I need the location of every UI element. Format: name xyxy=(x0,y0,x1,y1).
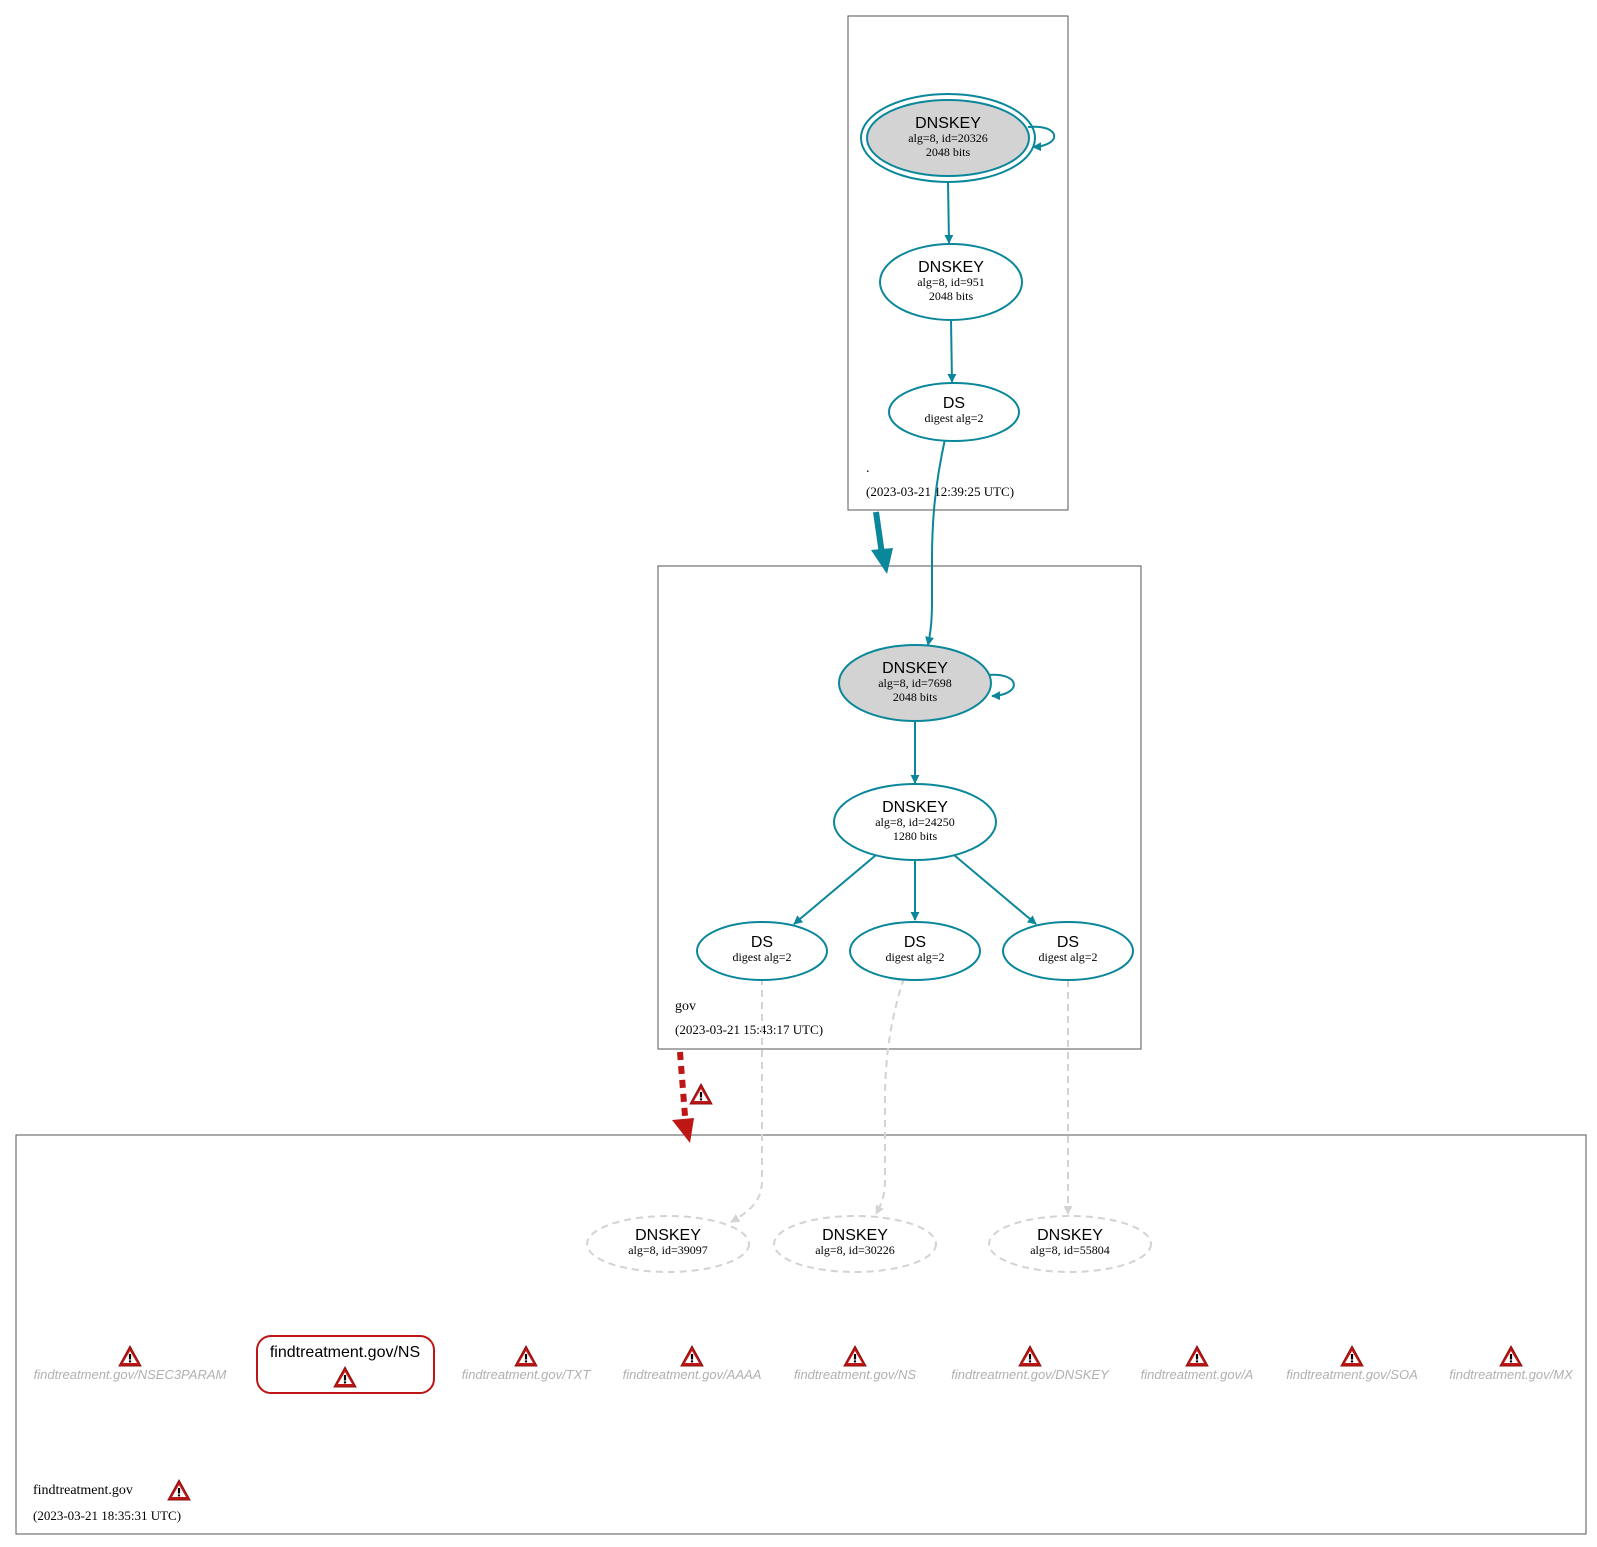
gov-ds1-title: DS xyxy=(751,934,773,951)
root-zsk-title: DNSKEY xyxy=(918,259,984,276)
ns-box-node[interactable]: findtreatment.gov/NS xyxy=(256,1335,435,1394)
gov-ksk-line1: alg=8, id=7698 xyxy=(878,676,952,690)
gov-ds2-node[interactable]: DS digest alg=2 xyxy=(849,921,981,981)
zone-gov-timestamp: (2023-03-21 15:43:17 UTC) xyxy=(675,1022,823,1037)
edge-delegation-gov-findtreatment xyxy=(677,1051,688,1117)
ns-box-label: findtreatment.gov/NS xyxy=(270,1344,420,1361)
edge-delegation-root-gov xyxy=(873,511,885,555)
gov-ds3-line1: digest alg=2 xyxy=(1038,950,1097,964)
gov-ds3-title: DS xyxy=(1057,934,1079,951)
rrset-soa[interactable]: findtreatment.gov/SOA xyxy=(1286,1345,1418,1382)
rrset-nsec3param[interactable]: findtreatment.gov/NSEC3PARAM xyxy=(34,1345,227,1382)
rrset-label: findtreatment.gov/DNSKEY xyxy=(951,1367,1110,1382)
gov-ds1-line1: digest alg=2 xyxy=(732,950,791,964)
gov-zsk-title: DNSKEY xyxy=(882,799,948,816)
zone-root-timestamp: (2023-03-21 12:39:25 UTC) xyxy=(866,484,1014,499)
edge-root-ksk-self xyxy=(1027,125,1056,152)
edge-gov-ds2-ft-key2 xyxy=(875,977,905,1215)
rrset-a[interactable]: findtreatment.gov/A xyxy=(1141,1345,1254,1382)
ft-key2-title: DNSKEY xyxy=(822,1227,888,1244)
rrset-mx[interactable]: findtreatment.gov/MX xyxy=(1449,1345,1574,1382)
gov-ds2-title: DS xyxy=(904,934,926,951)
root-zsk-line2: 2048 bits xyxy=(929,289,974,303)
warning-icon xyxy=(1018,1345,1042,1367)
root-zsk-line1: alg=8, id=951 xyxy=(917,275,985,289)
rrset-dnskey[interactable]: findtreatment.gov/DNSKEY xyxy=(951,1345,1110,1382)
rrset-row: findtreatment.gov/NSEC3PARAM findtreatme… xyxy=(34,1345,1574,1382)
edge-gov-zsk-ds3 xyxy=(953,854,1037,925)
rrset-label: findtreatment.gov/SOA xyxy=(1286,1367,1418,1382)
gov-ds2-line1: digest alg=2 xyxy=(885,950,944,964)
warning-icon xyxy=(118,1345,142,1367)
gov-ds1-node[interactable]: DS digest alg=2 xyxy=(696,921,828,981)
root-ksk-line1: alg=8, id=20326 xyxy=(908,131,988,145)
ft-key3-node[interactable]: DNSKEY alg=8, id=55804 xyxy=(988,1215,1152,1273)
rrset-label: findtreatment.gov/A xyxy=(1141,1367,1254,1382)
root-ds-title: DS xyxy=(943,395,965,412)
rrset-label: findtreatment.gov/TXT xyxy=(462,1367,592,1382)
edges xyxy=(672,125,1073,1223)
edge-root-ds-gov-ksk xyxy=(925,438,946,646)
root-ksk-title: DNSKEY xyxy=(915,115,981,132)
gov-ds3-node[interactable]: DS digest alg=2 xyxy=(1002,921,1134,981)
edge-gov-ds1-ft-key1 xyxy=(730,978,763,1223)
warning-icon xyxy=(1340,1345,1364,1367)
edge-delegation-root-gov-head xyxy=(871,548,893,574)
gov-ksk-title: DNSKEY xyxy=(882,660,948,677)
ft-key1-title: DNSKEY xyxy=(635,1227,701,1244)
edge-delegation-gov-findtreatment-head xyxy=(672,1118,694,1143)
warning-icon xyxy=(680,1345,704,1367)
zone-findtreatment-name: findtreatment.gov xyxy=(33,1483,133,1498)
ft-key1-node[interactable]: DNSKEY alg=8, id=39097 xyxy=(586,1215,750,1273)
ft-key2-node[interactable]: DNSKEY alg=8, id=30226 xyxy=(773,1215,937,1273)
edge-root-ksk-zsk xyxy=(944,180,954,244)
gov-ksk-node[interactable]: DNSKEY alg=8, id=7698 2048 bits xyxy=(838,644,992,722)
zone-findtreatment: findtreatment.gov (2023-03-21 18:35:31 U… xyxy=(15,1134,1587,1535)
edge-gov-ksk-self xyxy=(986,673,1015,701)
warning-icon xyxy=(1499,1345,1523,1367)
warning-icon xyxy=(689,1083,713,1105)
rrset-label: findtreatment.gov/AAAA xyxy=(623,1367,762,1382)
gov-zsk-node[interactable]: DNSKEY alg=8, id=24250 1280 bits xyxy=(833,783,997,861)
rrset-aaaa[interactable]: findtreatment.gov/AAAA xyxy=(623,1345,762,1382)
ft-key3-line1: alg=8, id=55804 xyxy=(1030,1243,1110,1257)
rrset-ns[interactable]: findtreatment.gov/NS xyxy=(794,1345,916,1382)
gov-zsk-line1: alg=8, id=24250 xyxy=(875,815,955,829)
warning-icon xyxy=(167,1479,191,1501)
ft-key3-title: DNSKEY xyxy=(1037,1227,1103,1244)
rrset-label: findtreatment.gov/NSEC3PARAM xyxy=(34,1367,227,1382)
zone-gov-name: gov xyxy=(675,999,696,1014)
gov-zsk-line2: 1280 bits xyxy=(893,829,938,843)
root-ksk-node[interactable]: DNSKEY alg=8, id=20326 2048 bits xyxy=(860,93,1036,183)
rrset-txt[interactable]: findtreatment.gov/TXT xyxy=(462,1345,592,1382)
rrset-label: findtreatment.gov/MX xyxy=(1449,1367,1574,1382)
gov-ksk-line2: 2048 bits xyxy=(893,690,938,704)
warning-icon xyxy=(1185,1345,1209,1367)
root-ds-node[interactable]: DS digest alg=2 xyxy=(888,382,1020,442)
warning-icon xyxy=(514,1345,538,1367)
edge-gov-zsk-ds1 xyxy=(793,854,877,925)
zone-root: . (2023-03-21 12:39:25 UTC) xyxy=(847,15,1069,511)
warning-icon xyxy=(843,1345,867,1367)
root-ds-line1: digest alg=2 xyxy=(924,411,983,425)
zone-root-name: . xyxy=(866,461,870,476)
ft-key1-line1: alg=8, id=39097 xyxy=(628,1243,708,1257)
rrset-label: findtreatment.gov/NS xyxy=(794,1367,916,1382)
ft-key2-line1: alg=8, id=30226 xyxy=(815,1243,895,1257)
root-zsk-node[interactable]: DNSKEY alg=8, id=951 2048 bits xyxy=(879,243,1023,321)
edge-root-zsk-ds xyxy=(947,319,957,383)
root-ksk-line2: 2048 bits xyxy=(926,145,971,159)
zone-findtreatment-timestamp: (2023-03-21 18:35:31 UTC) xyxy=(33,1508,181,1523)
zone-gov: gov (2023-03-21 15:43:17 UTC) xyxy=(657,565,1142,1050)
